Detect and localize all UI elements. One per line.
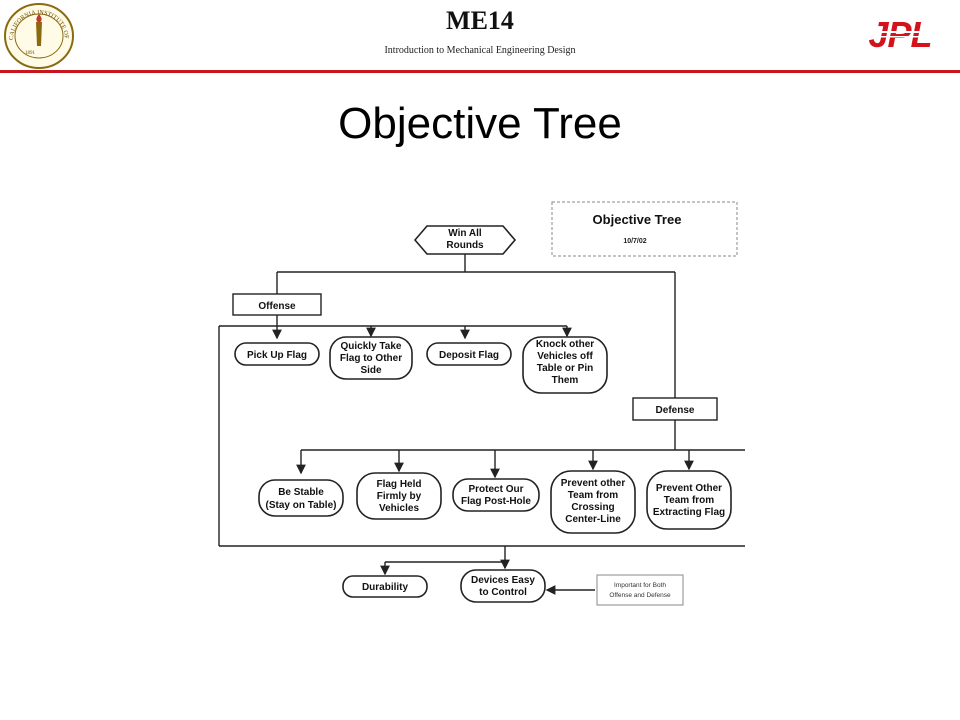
objective-tree-svg: Objective Tree 10/7/02 Win All Rounds — [218, 201, 745, 606]
jpl-logo-text: JPL — [868, 14, 931, 54]
offense-objective-label: Them — [552, 375, 579, 386]
slide-title: Objective Tree — [338, 99, 622, 148]
defense-objective: Be Stable (Stay on Table) — [258, 479, 344, 517]
root-node: Win All Rounds — [413, 225, 517, 255]
defense-objective-label: Protect Our — [468, 484, 523, 495]
defense-objective-label: Center-Line — [565, 514, 621, 525]
tree-connectors — [218, 254, 745, 595]
offense-objective: Knock other Vehicles off Table or Pin Th… — [522, 336, 608, 394]
root-label-line1: Win All — [448, 228, 482, 239]
offense-objective-label: Pick Up Flag — [247, 350, 307, 361]
offense-box: Offense — [232, 293, 322, 316]
defense-objective: Protect Our Flag Post-Hole — [452, 478, 540, 512]
offense-objective-label: Side — [360, 365, 382, 376]
caption-box: Objective Tree 10/7/02 — [551, 201, 738, 257]
offense-objective: Pick Up Flag — [234, 342, 320, 366]
defense-objective-label: Flag Post-Hole — [461, 496, 531, 507]
defense-objective: Prevent other Team from Crossing Center-… — [550, 470, 636, 534]
common-objective: Devices Easy to Control — [460, 569, 546, 603]
defense-objective-label: Vehicles — [379, 503, 419, 514]
header-divider — [0, 70, 960, 73]
defense-objective-label: Team from — [568, 490, 618, 501]
defense-box: Defense — [632, 397, 718, 421]
common-objective-label: Devices Easy — [471, 575, 535, 586]
defense-objective: Prevent Other Team from Extracting Flag — [646, 470, 732, 530]
note-label-line1: Important for Both — [614, 582, 666, 589]
defense-objective-label: Crossing — [571, 502, 614, 513]
caltech-seal-logo: CALIFORNIA INSTITUTE OF TECHNOLOGY 1891 — [0, 0, 76, 75]
defense-objective-label: (Stay on Table) — [266, 500, 337, 511]
defense-objective-label: Extracting Flag — [653, 507, 725, 518]
defense-objective: Flag Held Firmly by Vehicles — [356, 472, 442, 520]
course-code: ME14 — [446, 6, 514, 35]
note-box: Important for Both Offense and Defense — [596, 574, 684, 606]
offense-objective: Deposit Flag — [426, 342, 512, 366]
offense-objective-label: Flag to Other — [340, 353, 402, 364]
root-label-line2: Rounds — [446, 240, 484, 251]
common-objective-label: to Control — [479, 587, 527, 598]
offense-objective-label: Vehicles off — [537, 351, 593, 362]
offense-objective: Quickly Take Flag to Other Side — [329, 336, 413, 380]
objective-tree-diagram: Objective Tree 10/7/02 Win All Rounds — [205, 188, 745, 613]
offense-objective-label: Quickly Take — [341, 341, 402, 352]
defense-objective-label: Be Stable — [278, 487, 324, 498]
defense-objective-label: Firmly by — [377, 491, 422, 502]
offense-objective-label: Table or Pin — [537, 363, 594, 374]
course-subtitle: Introduction to Mechanical Engineering D… — [384, 45, 576, 56]
offense-objective-label: Deposit Flag — [439, 350, 499, 361]
caption-date: 10/7/02 — [623, 238, 646, 245]
offense-label: Offense — [258, 301, 296, 312]
defense-objective-label: Team from — [664, 495, 714, 506]
seal-year: 1891 — [25, 51, 36, 56]
defense-objective-label: Flag Held — [376, 479, 421, 490]
common-objective: Durability — [342, 575, 428, 598]
defense-objective-label: Prevent other — [561, 478, 626, 489]
offense-objective-label: Knock other — [536, 339, 594, 350]
defense-label: Defense — [656, 405, 695, 416]
common-objective-label: Durability — [362, 582, 409, 593]
jpl-logo: JPL — [846, 14, 954, 55]
caption-title: Objective Tree — [593, 212, 682, 227]
note-label-line2: Offense and Defense — [609, 592, 671, 599]
defense-objective-label: Prevent Other — [656, 483, 722, 494]
